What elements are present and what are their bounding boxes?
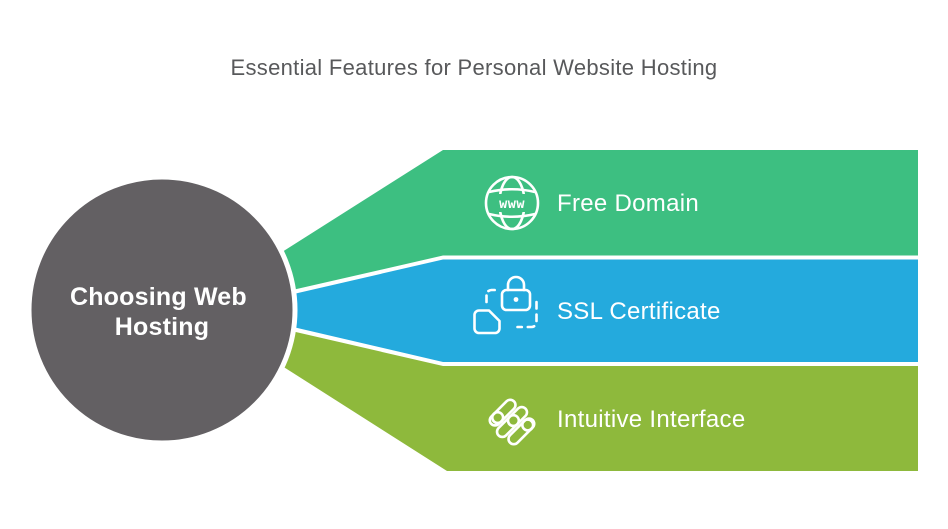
globe-text-band xyxy=(489,194,535,212)
dashed-frame-bottom-right xyxy=(516,300,538,329)
band-label-free-domain: Free Domain xyxy=(557,190,699,217)
slider-knob-1 xyxy=(490,410,505,425)
globe-latitude-top xyxy=(487,187,537,194)
globe-www-icon: www xyxy=(484,175,540,231)
hub-label-line1: Choosing Web xyxy=(70,283,247,311)
dashed-frame-top-left xyxy=(485,288,500,304)
hub-label: Choosing Web Hosting xyxy=(70,283,254,341)
lock-keyhole xyxy=(513,297,519,302)
band-label-ssl-certificate: SSL Certificate xyxy=(557,298,721,325)
band-free-domain xyxy=(230,150,918,302)
slider-track-1 xyxy=(488,398,517,427)
hub-label-line2: Hosting xyxy=(115,313,209,341)
globe-latitude-bottom xyxy=(487,212,537,219)
lock-body xyxy=(500,288,532,312)
diagram-title: Essential Features for Personal Website … xyxy=(231,55,718,80)
band-label-intuitive-interface: Intuitive Interface xyxy=(557,406,745,433)
slider-track-3 xyxy=(507,417,536,446)
slider-knob-3 xyxy=(521,418,535,432)
lock-shackle xyxy=(506,275,526,292)
band-intuitive-interface xyxy=(235,321,918,471)
slider-knob-2 xyxy=(506,413,521,428)
globe-www-label: www xyxy=(499,196,525,212)
certificate-file xyxy=(473,309,501,335)
band-ssl-certificate xyxy=(250,259,918,362)
hub-circle xyxy=(26,174,298,446)
ssl-lock-icon xyxy=(473,275,538,335)
sliders-icon xyxy=(488,398,536,446)
